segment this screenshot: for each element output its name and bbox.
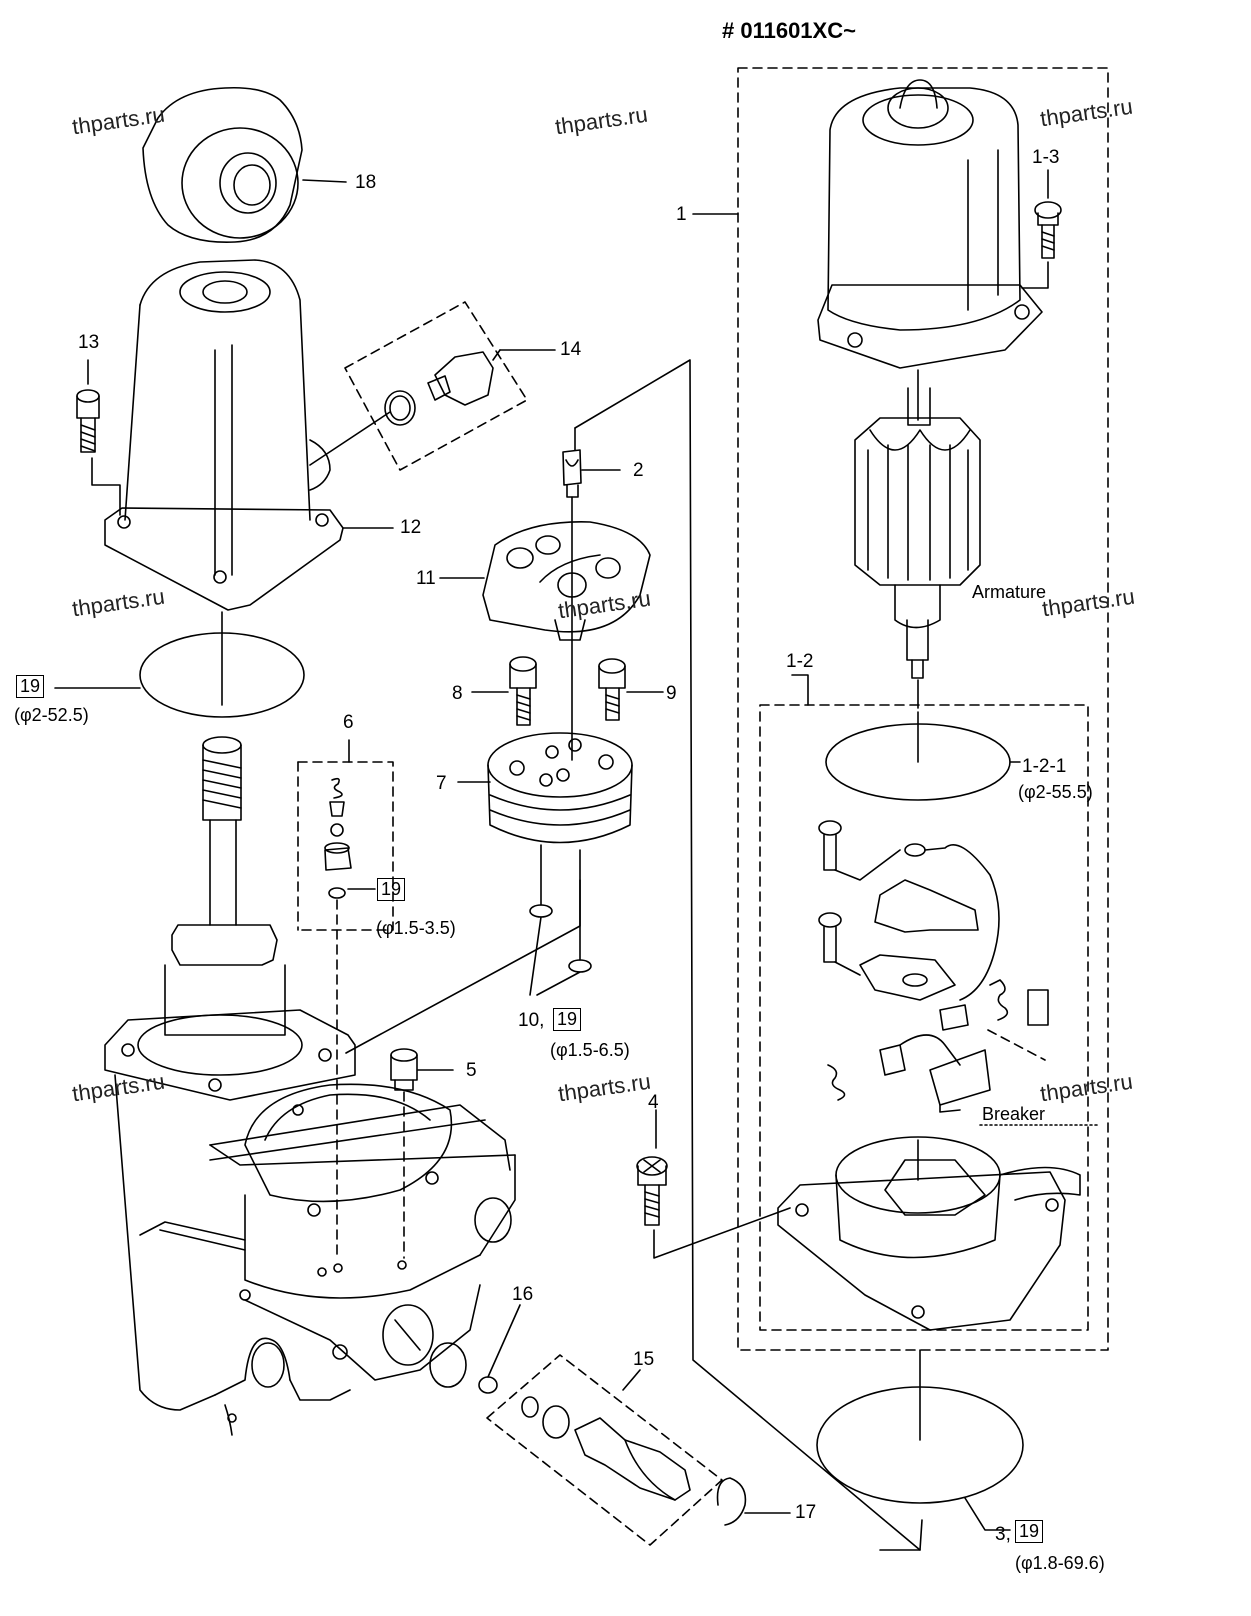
part-18-cap (142, 86, 303, 243)
callout-9: 9 (666, 683, 677, 704)
part-1-group-box (737, 67, 1109, 1351)
part-5-fitting (390, 1048, 418, 1091)
callout-4: 4 (648, 1092, 659, 1113)
part-2-pin (562, 449, 582, 498)
kit-ref-19-base: 19 (1015, 1520, 1044, 1543)
callout-13: 13 (78, 332, 100, 353)
callout-1: 1 (676, 204, 687, 225)
armature (854, 369, 981, 679)
oring-spec-base: (φ1.8-69.6) (1015, 1553, 1105, 1573)
oring-spec-motor: (φ2-55.5) (1018, 782, 1093, 802)
callout-12: 12 (400, 517, 422, 538)
brush-holder-parts (818, 820, 1049, 1113)
part-14-group (344, 301, 528, 471)
kit-ref-19-main: 19 (16, 675, 45, 698)
callout-11: 11 (416, 568, 436, 589)
oring-spec-pump: (φ1.5-6.5) (550, 1040, 630, 1060)
oring-spec-valve: (φ1.5-3.5) (376, 918, 456, 938)
callout-7: 7 (436, 773, 447, 794)
callout-3: 3, (995, 1524, 1011, 1545)
part-9-screw (598, 658, 626, 721)
piston-rod (164, 736, 286, 1036)
callout-10: 10, (518, 1010, 545, 1031)
part-1-3-screw (1034, 201, 1062, 259)
part-11-plate (482, 521, 651, 641)
motor-yoke (817, 79, 1043, 369)
part-6-group (297, 761, 394, 931)
callout-6: 6 (343, 712, 354, 733)
serial-range: # 011601XC~ (722, 18, 856, 43)
oring-10a (529, 904, 553, 918)
part-15-group (486, 1354, 723, 1546)
kit-ref-19-pump: 19 (553, 1008, 582, 1031)
caption-armature: Armature (972, 582, 1047, 602)
callout-14: 14 (560, 339, 582, 360)
callout-8: 8 (452, 683, 463, 704)
callout-1-2-1: 1-2-1 (1022, 756, 1067, 777)
kit-ref-19-valve: 19 (377, 878, 406, 901)
motor-end-bracket (777, 1136, 1081, 1331)
callout-2: 2 (633, 460, 644, 481)
part-7-pump (487, 732, 633, 844)
part-17-clip (716, 1477, 747, 1526)
pump-body (104, 1009, 516, 1436)
oring-10b (568, 959, 592, 973)
callout-1-2: 1-2 (786, 651, 814, 672)
part-12-housing (104, 259, 344, 611)
callout-5: 5 (466, 1060, 477, 1081)
callout-18: 18 (355, 172, 377, 193)
callout-16: 16 (512, 1284, 534, 1305)
callout-17: 17 (795, 1502, 817, 1523)
part-8-screw (509, 656, 537, 726)
callout-1-3: 1-3 (1032, 147, 1060, 168)
part-16-oring (478, 1376, 498, 1394)
callout-15: 15 (633, 1349, 655, 1370)
part-4-screw (636, 1156, 668, 1226)
part-1-2-group-box (759, 704, 1089, 1331)
part-13-screw (76, 389, 100, 453)
caption-breaker: Breaker (982, 1104, 1046, 1124)
oring-spec-main: (φ2-52.5) (14, 705, 89, 725)
